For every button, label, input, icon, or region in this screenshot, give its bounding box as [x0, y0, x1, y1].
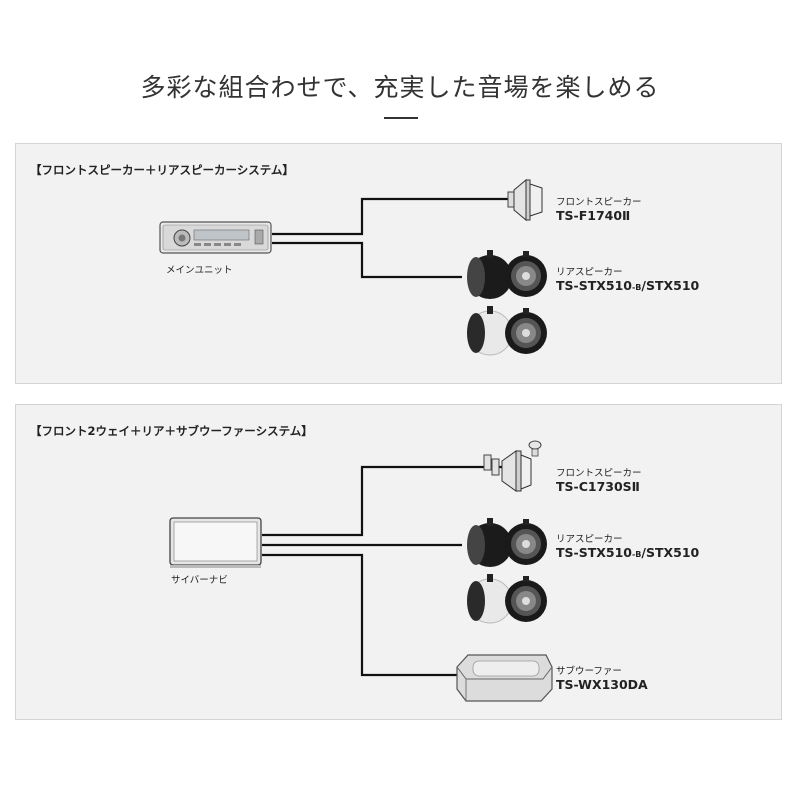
speaker-model-label: TS-WX130DA — [556, 677, 648, 692]
speaker-model-label: TS-STX510-B/STX510 — [556, 278, 699, 293]
system-panel-front-rear: 【フロントスピーカー＋リアスピーカーシステム】 — [15, 143, 782, 384]
source-label: メインユニット — [166, 265, 233, 276]
model-suffix: -B — [631, 283, 642, 292]
wiring-diagram — [159, 178, 547, 356]
speaker-model-label: TS-F1740Ⅱ — [556, 208, 631, 223]
panel-heading: 【フロント2ウェイ＋リア＋サブウーファーシステム】 — [30, 424, 313, 438]
speaker-type-label: フロントスピーカー — [556, 197, 642, 208]
navi-unit-icon — [169, 517, 262, 568]
rear-speaker-white-icon — [467, 306, 547, 356]
model-rest: /STX510 — [641, 278, 700, 293]
front-speaker-icon — [507, 178, 543, 222]
speaker-type-label: サブウーファー — [556, 666, 622, 677]
source-label: サイバーナビ — [171, 575, 228, 586]
wire-front — [262, 465, 502, 537]
model-rest: /STX510 — [641, 545, 700, 560]
speaker-model-label: TS-C1730SⅡ — [556, 479, 640, 494]
head-unit-icon — [159, 221, 272, 254]
speaker-model-label: TS-STX510-B/STX510 — [556, 545, 699, 560]
page-title: 多彩な組合わせで、充実した音場を楽しめる — [140, 73, 660, 102]
wiring-lines — [272, 197, 513, 279]
wire-rear — [272, 241, 462, 279]
speaker-type-label: リアスピーカー — [556, 267, 623, 278]
wiring-diagram — [169, 440, 553, 702]
model-main: TS-STX510 — [556, 278, 632, 293]
subwoofer-icon — [456, 654, 553, 702]
wire-sub — [262, 553, 457, 677]
model-suffix: -B — [631, 550, 642, 559]
system-panel-2way-rear-sub: 【フロント2ウェイ＋リア＋サブウーファーシステム】 — [15, 404, 782, 720]
wire-front — [272, 197, 513, 236]
rear-speaker-black-icon — [467, 250, 547, 299]
speaker-type-label: リアスピーカー — [556, 534, 623, 545]
rear-speaker-white-icon — [467, 574, 547, 624]
speaker-type-label: フロントスピーカー — [556, 468, 642, 479]
model-main: TS-STX510 — [556, 545, 632, 560]
panel-heading: 【フロントスピーカー＋リアスピーカーシステム】 — [30, 163, 294, 177]
rear-speaker-black-icon — [467, 518, 547, 567]
wiring-lines — [262, 465, 502, 677]
title-divider — [384, 117, 418, 119]
front-2way-speaker-icon — [483, 440, 542, 492]
